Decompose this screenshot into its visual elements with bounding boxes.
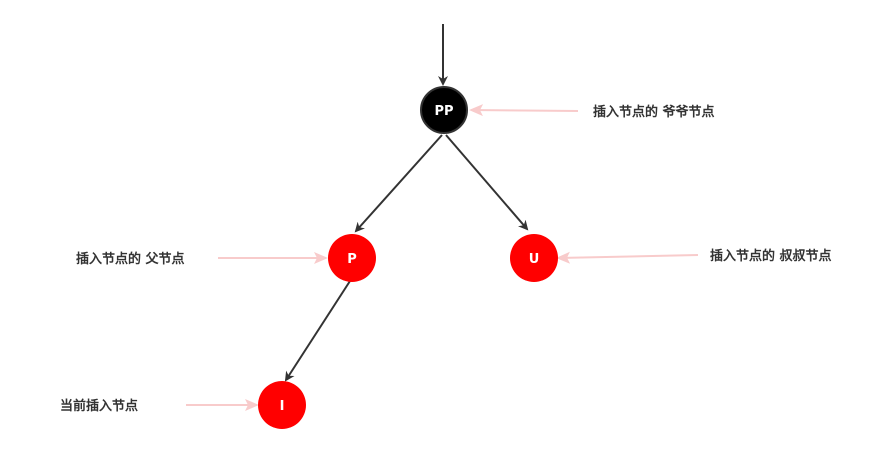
pointer-arrow-uncle xyxy=(556,251,699,264)
node-grandparent-label: PP xyxy=(434,104,453,119)
annotation-grandparent: 插入节点的 爷爷节点 xyxy=(593,104,715,120)
annotation-parent: 插入节点的 父节点 xyxy=(76,251,185,267)
node-uncle-label: U xyxy=(529,252,540,267)
node-parent-label: P xyxy=(347,252,357,267)
edge-p-to-i xyxy=(284,280,351,382)
edge-pp-to-p xyxy=(354,134,443,233)
node-parent: P xyxy=(328,234,376,282)
edge-pp-to-u xyxy=(445,134,529,231)
node-uncle: U xyxy=(510,234,558,282)
annotation-uncle: 插入节点的 叔叔节点 xyxy=(710,248,832,264)
node-inserted-label: I xyxy=(280,399,285,414)
pointer-arrow-grandparent xyxy=(469,104,579,117)
node-inserted: I xyxy=(258,381,306,429)
node-grandparent: PP xyxy=(420,86,468,134)
annotation-inserted: 当前插入节点 xyxy=(60,398,138,414)
